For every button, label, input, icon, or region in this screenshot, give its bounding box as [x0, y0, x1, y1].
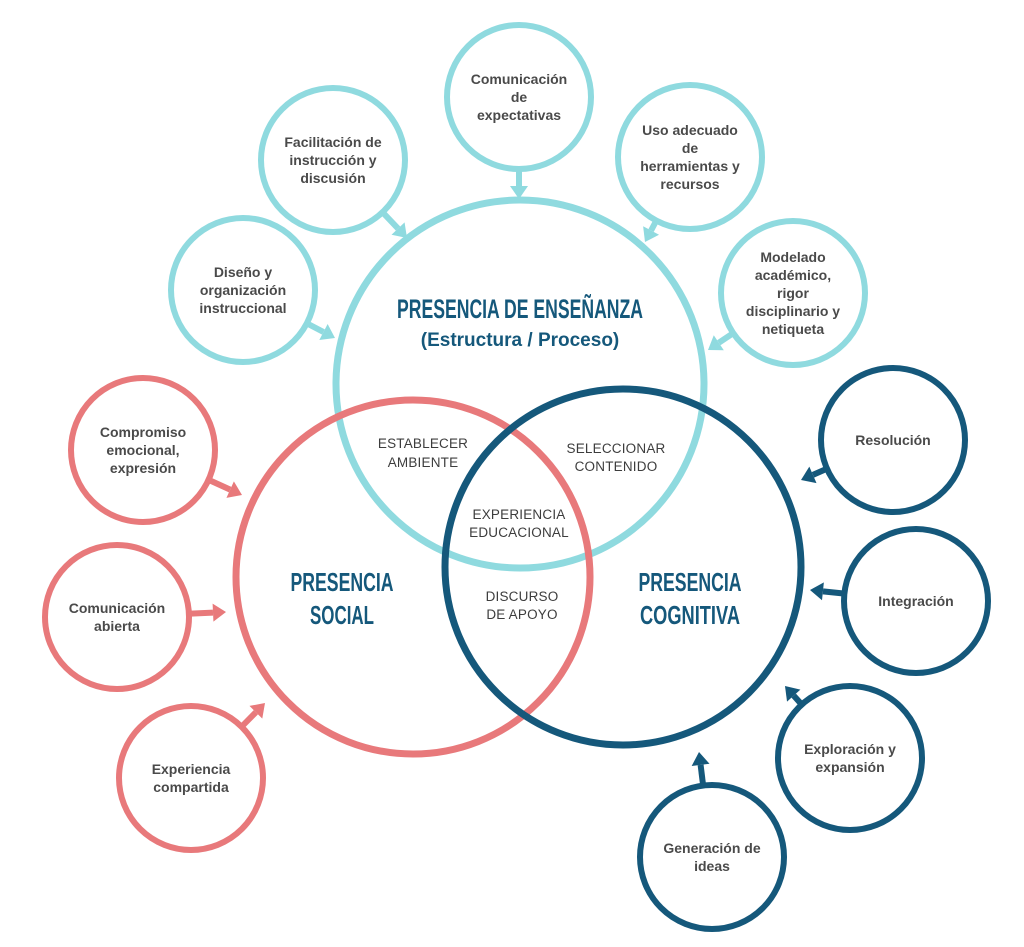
social-satellite-compromiso-emocional-label-line-1: Compromiso — [100, 424, 186, 440]
teaching-satellite-diseno-organizacion-label-line-2: organización — [200, 282, 286, 298]
cognitive-satellite-exploracion-expansion-label-line-2: expansión — [815, 759, 884, 775]
cognitive-satellite-generacion-ideas-arrow-shaft — [697, 764, 706, 784]
teaching-satellite-facilitacion-circle — [258, 85, 408, 235]
cognitive-satellite-resolucion-label-line-1: Resolución — [855, 432, 930, 448]
cognitive-satellite-integracion-arrow-head — [810, 582, 824, 601]
teaching-satellite-diseno-organizacion-label-line-3: instruccional — [199, 300, 286, 316]
teaching-satellite-modelado-academico-arrow-head — [708, 335, 724, 351]
social-satellite-comunicacion-abierta-arrow-head — [212, 603, 226, 622]
cognitive-presence-title-line-1: PRESENCIA — [639, 567, 742, 597]
social-satellite-compromiso-emocional-arrow-shaft — [209, 477, 232, 493]
cognitive-satellite-generacion-ideas-arrow-head — [691, 752, 710, 767]
teaching-satellite-facilitacion-label-line-2: instrucción y — [289, 152, 376, 168]
intersection-center-line-1: EXPERIENCIA — [473, 507, 566, 522]
cognitive-satellite-exploracion-expansion-circle — [775, 683, 925, 833]
social-satellite-experiencia-compartida-arrow-shaft — [240, 710, 259, 728]
teaching-satellite-uso-herramientas-arrow-head — [643, 226, 660, 242]
teaching-satellite-modelado-academico-label-line-5: netiqueta — [762, 321, 824, 337]
teaching-satellite-modelado-academico-arrow-shaft — [717, 331, 734, 346]
cognitive-satellite-resolucion-arrow-head — [801, 466, 817, 484]
social-satellite-experiencia-compartida-arrow-head — [249, 703, 265, 719]
cognitive-satellite-integracion-label-line-1: Integración — [878, 593, 953, 609]
cognitive-satellite-resolucion-arrow-shaft — [811, 466, 827, 478]
social-presence-title-line-2: SOCIAL — [310, 600, 374, 630]
cognitive-satellite-integracion-arrow-shaft — [822, 588, 843, 597]
cognitive-satellite-exploracion-expansion-arrow-shaft — [791, 693, 803, 706]
cognitive-satellite-exploracion-expansion-label-line-1: Exploración y — [804, 741, 896, 757]
intersection-social-cognitive-line-2: DE APOYO — [486, 607, 557, 622]
teaching-satellite-comunicacion-expectativas-label-line-2: de — [511, 89, 528, 105]
intersection-social-cognitive-line-1: DISCURSO — [486, 589, 559, 604]
teaching-presence-title: PRESENCIA DE ENSEÑANZA — [397, 293, 643, 324]
teaching-satellite-uso-herramientas-label-line-2: de — [682, 140, 699, 156]
cognitive-satellite-resolucion-circle — [818, 365, 968, 515]
cognitive-presence-title-line-2: COGNITIVA — [640, 600, 740, 630]
teaching-satellite-uso-herramientas-circle — [615, 82, 765, 232]
cognitive-satellite-generacion-ideas-label-line-2: ideas — [694, 858, 730, 874]
social-satellite-experiencia-compartida-label-line-1: Experiencia — [152, 761, 231, 777]
teaching-satellite-modelado-academico-label-line-3: rigor — [777, 285, 809, 301]
teaching-satellite-uso-herramientas-label-line-1: Uso adecuado — [642, 122, 738, 138]
cognitive-satellite-generacion-ideas-label-line-1: Generación de — [663, 840, 760, 856]
intersection-teaching-social-line-2: AMBIENTE — [388, 455, 459, 470]
teaching-satellite-diseno-organizacion-arrow-shaft — [307, 321, 325, 335]
teaching-satellite-facilitacion-arrow-shaft — [381, 211, 401, 231]
social-satellite-comunicacion-abierta-circle — [42, 542, 192, 692]
teaching-presence-circle — [332, 196, 708, 572]
teaching-satellite-uso-herramientas-label-line-3: herramientas y — [640, 158, 740, 174]
social-satellite-comunicacion-abierta-label-line-2: abierta — [94, 618, 140, 634]
teaching-satellite-uso-herramientas-label-line-4: recursos — [660, 176, 719, 192]
intersection-teaching-cognitive-line-1: SELECCIONAR — [567, 441, 666, 456]
teaching-satellite-uso-herramientas-arrow-shaft — [648, 220, 659, 232]
teaching-satellite-comunicacion-expectativas-label-line-1: Comunicación — [471, 71, 567, 87]
teaching-satellite-diseno-organizacion-label-line-1: Diseño y — [214, 264, 273, 280]
teaching-satellite-modelado-academico-label-line-1: Modelado — [760, 249, 825, 265]
teaching-satellite-comunicacion-expectativas-label-line-3: expectativas — [477, 107, 561, 123]
social-presence-circle — [232, 396, 594, 758]
teaching-satellite-facilitacion-arrow-head — [391, 222, 407, 238]
teaching-presence-subtitle: (Estructura / Proceso) — [421, 330, 620, 351]
teaching-satellite-comunicacion-expectativas-circle — [444, 22, 594, 172]
social-satellite-compromiso-emocional-circle — [68, 375, 218, 525]
teaching-satellite-diseno-organizacion-circle — [168, 215, 318, 365]
social-satellite-comunicacion-abierta-label-line-1: Comunicación — [69, 600, 165, 616]
teaching-satellite-modelado-academico-circle — [718, 218, 868, 368]
intersection-teaching-cognitive-line-2: CONTENIDO — [575, 459, 658, 474]
social-satellite-experiencia-compartida-label-line-2: compartida — [153, 779, 229, 795]
social-satellite-experiencia-compartida-circle — [116, 703, 266, 853]
cognitive-satellite-generacion-ideas-circle — [637, 782, 787, 932]
teaching-satellite-facilitacion-label-line-1: Facilitación de — [284, 134, 381, 150]
cognitive-satellite-integracion-circle — [841, 526, 991, 676]
teaching-satellite-facilitacion-label-line-3: discusión — [300, 170, 365, 186]
teaching-satellite-modelado-academico-label-line-4: disciplinario y — [746, 303, 840, 319]
social-satellite-comunicacion-abierta-arrow-shaft — [190, 609, 214, 617]
teaching-satellite-diseno-organizacion-arrow-head — [319, 324, 335, 340]
cognitive-presence-circle — [441, 385, 805, 749]
teaching-satellite-modelado-academico-label-line-2: académico, — [755, 267, 831, 283]
intersection-teaching-social-line-1: ESTABLECER — [378, 436, 468, 451]
social-presence-title-line-1: PRESENCIA — [291, 567, 394, 597]
teaching-satellite-comunicacion-expectativas-arrow-head — [510, 186, 528, 199]
social-satellite-compromiso-emocional-arrow-head — [226, 481, 242, 498]
intersection-center-line-2: EDUCACIONAL — [469, 525, 569, 540]
social-satellite-compromiso-emocional-label-line-2: emocional, — [106, 442, 179, 458]
cognitive-satellite-exploracion-expansion-arrow-head — [785, 686, 801, 702]
social-satellite-compromiso-emocional-label-line-3: expresión — [110, 460, 176, 476]
